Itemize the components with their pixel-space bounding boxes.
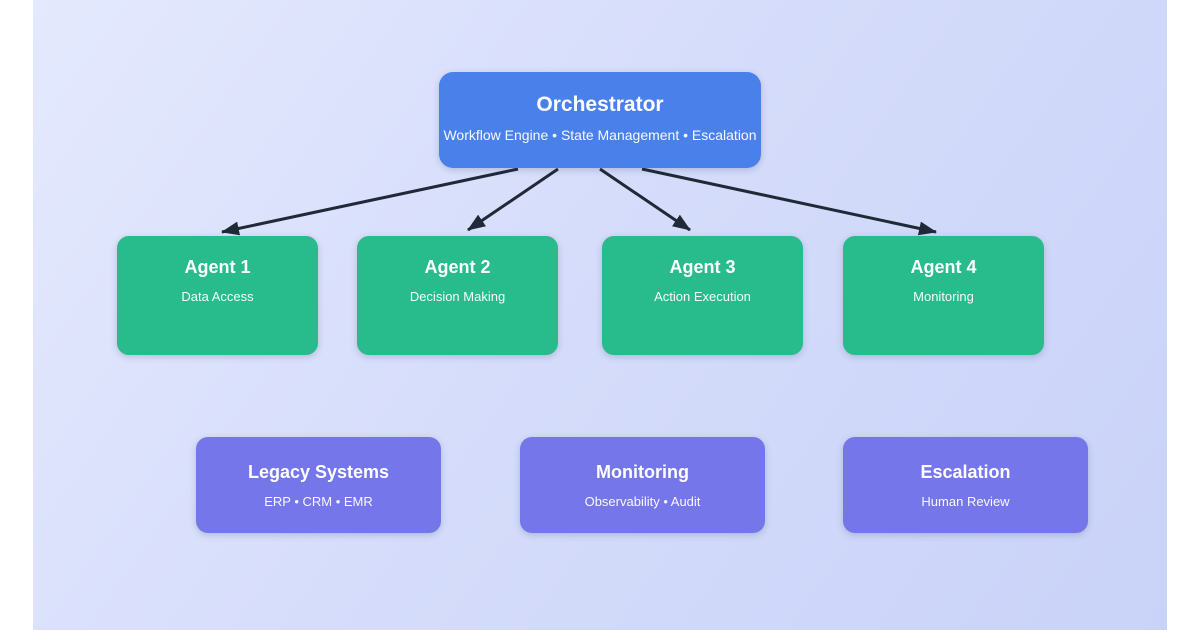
orchestrator-node: Orchestrator Workflow Engine • State Man… (439, 72, 761, 168)
agent-3-node: Agent 3 Action Execution (602, 236, 803, 355)
legacy-systems-node: Legacy Systems ERP • CRM • EMR (196, 437, 441, 533)
agent-2-subtitle: Decision Making (409, 289, 506, 304)
escalation-node: Escalation Human Review (843, 437, 1088, 533)
agent-2-node: Agent 2 Decision Making (357, 236, 558, 355)
agent-4-title: Agent 4 (910, 257, 977, 277)
monitoring-title: Monitoring (596, 462, 689, 482)
orchestrator-title: Orchestrator (536, 93, 664, 116)
agent-2-title: Agent 2 (424, 257, 491, 277)
diagram-canvas: Orchestrator Workflow Engine • State Man… (33, 0, 1167, 630)
arrow-orchestrator-to-agent-4 (641, 167, 937, 236)
agent-3-title: Agent 3 (669, 257, 736, 277)
monitoring-subtitle: Observability • Audit (584, 494, 701, 509)
orchestrator-subtitle: Workflow Engine • State Management • Esc… (443, 127, 757, 143)
legacy-systems-subtitle: ERP • CRM • EMR (264, 494, 373, 509)
escalation-title: Escalation (920, 462, 1011, 482)
monitoring-node: Monitoring Observability • Audit (520, 437, 765, 533)
escalation-subtitle: Human Review (921, 494, 1010, 509)
agent-1-title: Agent 1 (184, 257, 251, 277)
agent-3-subtitle: Action Execution (654, 289, 751, 304)
agent-4-subtitle: Monitoring (913, 289, 974, 304)
arrow-orchestrator-to-agent-1 (221, 167, 519, 236)
agent-1-subtitle: Data Access (181, 289, 254, 304)
agent-1-node: Agent 1 Data Access (117, 236, 318, 355)
arrow-orchestrator-to-agent-3 (599, 167, 691, 232)
agent-4-node: Agent 4 Monitoring (843, 236, 1044, 355)
arrow-orchestrator-to-agent-2 (467, 167, 559, 232)
legacy-systems-title: Legacy Systems (247, 462, 390, 482)
